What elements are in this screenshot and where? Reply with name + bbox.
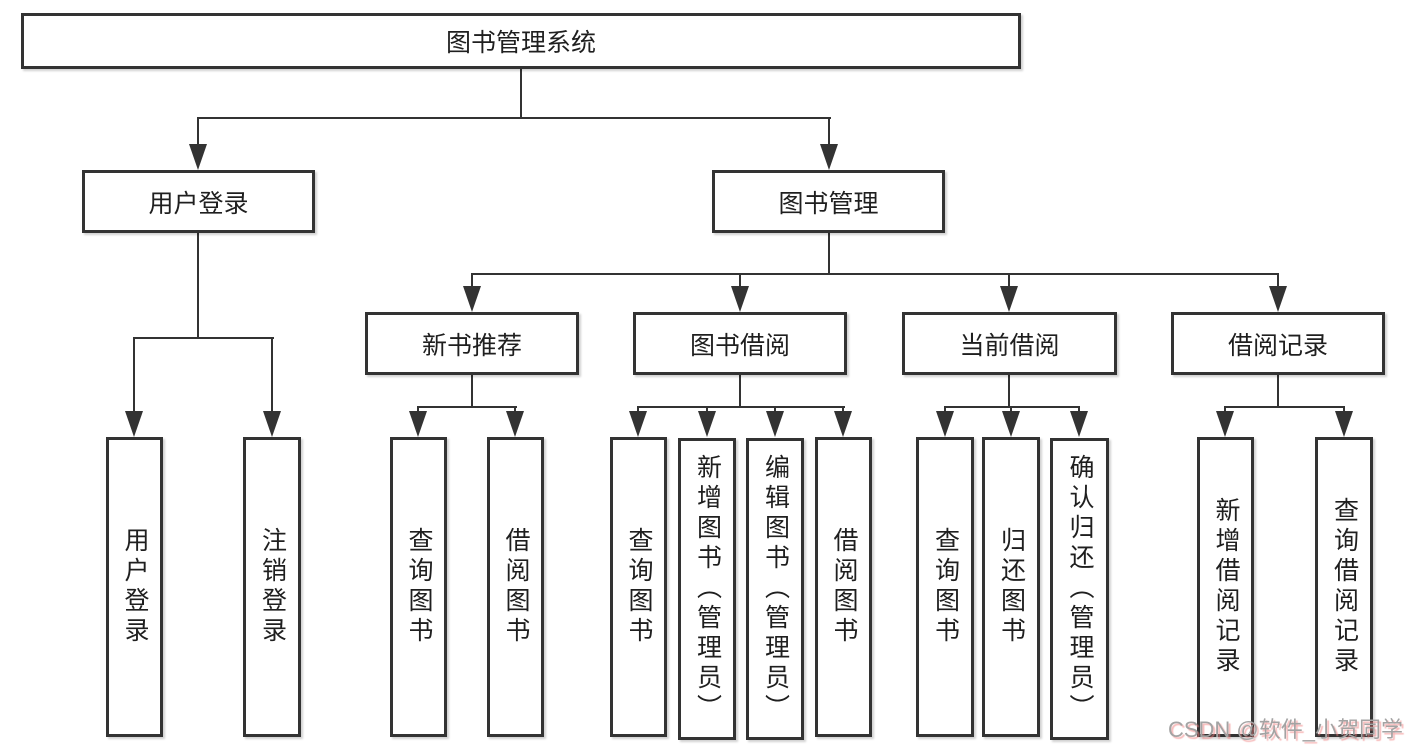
arrowhead xyxy=(820,144,838,170)
node-label: 用户登录 xyxy=(121,527,149,647)
arrowhead xyxy=(1269,286,1287,312)
node-library-management-system: 图书管理系统 xyxy=(21,13,1021,69)
connector xyxy=(944,406,1080,408)
node-user-login: 用户登录 xyxy=(82,170,315,233)
connector xyxy=(133,337,274,339)
leaf-logout-login: 注销登录 xyxy=(243,437,301,737)
leaf-query-books-recommend: 查询图书 xyxy=(390,437,447,737)
node-label: 新书推荐 xyxy=(421,331,522,360)
connector xyxy=(197,233,199,337)
node-label: 查询借阅记录 xyxy=(1330,497,1359,677)
connector xyxy=(637,406,845,408)
connector xyxy=(471,375,473,408)
arrowhead xyxy=(409,411,427,437)
node-label: 图书管理 xyxy=(778,189,879,218)
node-label: 借阅图书 xyxy=(830,527,858,647)
arrowhead xyxy=(766,411,784,437)
connector xyxy=(271,337,273,412)
node-label: 借阅记录 xyxy=(1227,331,1328,360)
connector xyxy=(1343,406,1345,412)
node-book-borrowing: 图书借阅 xyxy=(633,312,847,375)
connector xyxy=(471,273,1279,275)
connector xyxy=(1008,375,1010,408)
arrowhead xyxy=(698,411,716,437)
leaf-confirm-return-admin: 确认归还（管理员） xyxy=(1050,438,1109,740)
connector xyxy=(514,406,516,412)
connector xyxy=(637,406,639,412)
arrowhead xyxy=(731,286,749,312)
connector xyxy=(197,117,199,145)
connector xyxy=(1224,406,1226,412)
connector xyxy=(774,406,776,412)
arrowhead xyxy=(1216,411,1234,437)
arrowhead xyxy=(834,411,852,437)
connector xyxy=(1224,406,1345,408)
leaf-query-borrow-record: 查询借阅记录 xyxy=(1315,437,1373,737)
leaf-borrow-books-recommend: 借阅图书 xyxy=(487,437,544,737)
watermark: CSDN @软件_小贺同学 xyxy=(1167,717,1403,742)
node-label: 图书借阅 xyxy=(689,331,790,360)
leaf-borrow-books: 借阅图书 xyxy=(815,437,872,737)
arrowhead xyxy=(629,411,647,437)
connector xyxy=(471,273,473,287)
connector xyxy=(739,273,741,287)
leaf-add-borrow-record: 新增借阅记录 xyxy=(1197,437,1254,737)
arrowhead xyxy=(1335,411,1353,437)
connector xyxy=(706,406,708,412)
connector xyxy=(944,406,946,412)
arrowhead xyxy=(1070,411,1088,437)
node-label: 查询图书 xyxy=(625,527,653,647)
leaf-edit-books-admin: 编辑图书（管理员） xyxy=(746,438,804,740)
connector xyxy=(133,337,135,412)
connector xyxy=(828,117,830,145)
leaf-query-books-current: 查询图书 xyxy=(916,437,974,737)
node-label: 新增图书（管理员） xyxy=(693,454,722,724)
node-label: 查询图书 xyxy=(931,527,960,647)
leaf-query-books-borrowing: 查询图书 xyxy=(610,437,667,737)
arrowhead xyxy=(463,286,481,312)
node-current-borrowing: 当前借阅 xyxy=(902,312,1117,375)
node-label: 新增借阅记录 xyxy=(1212,497,1240,677)
leaf-user-login: 用户登录 xyxy=(106,437,163,737)
leaf-add-books-admin: 新增图书（管理员） xyxy=(678,438,736,740)
connector xyxy=(1008,273,1010,287)
arrowhead xyxy=(936,411,954,437)
node-label: 借阅图书 xyxy=(502,527,530,647)
node-label: 归还图书 xyxy=(997,527,1026,647)
connector xyxy=(1277,375,1279,408)
connector xyxy=(828,233,830,273)
arrowhead xyxy=(506,411,524,437)
arrowhead xyxy=(1002,411,1020,437)
node-borrowing-records: 借阅记录 xyxy=(1171,312,1385,375)
connector xyxy=(417,406,419,412)
connector xyxy=(739,375,741,408)
node-label: 查询图书 xyxy=(405,527,433,647)
connector xyxy=(1078,406,1080,412)
arrowhead xyxy=(1000,286,1018,312)
connector xyxy=(842,406,844,412)
arrowhead xyxy=(189,144,207,170)
node-label: 注销登录 xyxy=(258,527,287,647)
connector xyxy=(520,69,522,117)
connector xyxy=(197,117,831,119)
node-label: 当前借阅 xyxy=(959,331,1060,360)
node-book-management: 图书管理 xyxy=(712,170,945,233)
node-label: 确认归还（管理员） xyxy=(1066,454,1094,724)
node-new-book-recommendation: 新书推荐 xyxy=(365,312,579,375)
node-label: 图书管理系统 xyxy=(445,29,596,57)
leaf-return-books: 归还图书 xyxy=(982,437,1040,737)
connector xyxy=(1010,406,1012,412)
node-label: 用户登录 xyxy=(148,189,249,218)
node-label: 编辑图书（管理员） xyxy=(761,454,790,724)
connector xyxy=(417,406,517,408)
arrowhead xyxy=(125,411,143,437)
arrowhead xyxy=(263,411,281,437)
connector xyxy=(1277,273,1279,287)
